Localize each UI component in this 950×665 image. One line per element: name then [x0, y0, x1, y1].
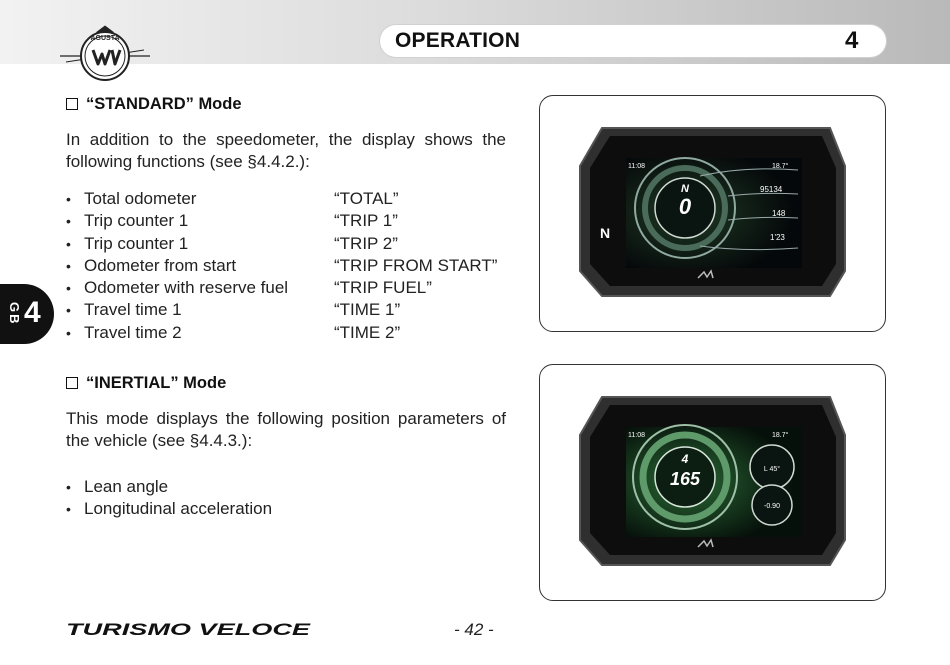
- logo-lettering: AGUSTA: [90, 35, 119, 42]
- list-item: •Trip counter 1“TRIP 1”: [66, 211, 398, 231]
- gear-indicator: 4: [681, 452, 689, 466]
- bullet-icon: •: [66, 257, 71, 274]
- bullet-icon: •: [66, 479, 71, 495]
- inertial-heading-text: “INERTIAL” Mode: [86, 374, 227, 392]
- chapter-number: 4: [845, 27, 859, 54]
- standard-display-figure: 11:08 18.7° N 0 N 95134 148 1'23: [539, 95, 886, 332]
- brand-mark-icon: [697, 538, 714, 548]
- trip-readout: 148: [772, 209, 786, 218]
- brand-mark-icon: [697, 269, 714, 279]
- clock-readout: 11:08: [628, 432, 645, 439]
- bullet-icon: •: [66, 191, 71, 207]
- time-readout: 1'23: [770, 233, 785, 242]
- header-title-pill: [380, 25, 886, 57]
- list-item: •Travel time 2“TIME 2”: [66, 322, 401, 342]
- list-item: •Longitudinal acceleration: [66, 499, 273, 519]
- list-item: •Travel time 1“TIME 1”: [66, 300, 401, 320]
- standard-functions-list: •Total odometer“TOTAL” •Trip counter 1“T…: [66, 188, 526, 344]
- gear-indicator: N: [681, 183, 690, 195]
- side-tab-chapter: 4: [24, 296, 41, 329]
- bullet-icon: •: [66, 501, 71, 518]
- speed-readout: 165: [670, 469, 701, 489]
- language-code: GB: [7, 302, 22, 326]
- list-item: •Trip counter 1“TRIP 2”: [66, 233, 398, 253]
- neutral-indicator: N: [600, 225, 610, 241]
- inertial-intro: This mode displays the following positio…: [66, 409, 506, 450]
- clock-readout: 11:08: [628, 163, 645, 170]
- list-item: •Odometer with reserve fuel“TRIP FUEL”: [66, 278, 432, 298]
- bullet-icon: •: [66, 302, 71, 319]
- inertial-mode-heading: “INERTIAL” Mode: [66, 374, 226, 393]
- bullet-icon: •: [66, 213, 71, 230]
- lean-angle-readout: L 45°: [764, 465, 780, 473]
- list-item: •Total odometer“TOTAL”: [66, 189, 399, 208]
- dashboard-standard-illustration: 11:08 18.7° N 0 N 95134 148 1'23: [579, 127, 846, 297]
- temperature-readout: 18.7°: [772, 162, 789, 170]
- bullet-icon: •: [66, 235, 71, 252]
- turismo-veloce-logo: TURISMO VELOCE: [66, 620, 311, 639]
- dashboard-inertial-illustration: 11:08 18.7° 4 165 L 45° -0.90: [579, 396, 846, 566]
- list-item: •Odometer from start“TRIP FROM START”: [66, 255, 498, 275]
- checkbox-icon: [66, 98, 78, 110]
- temperature-readout: 18.7°: [772, 431, 789, 439]
- standard-intro: In addition to the speedometer, the disp…: [66, 130, 506, 171]
- acceleration-readout: -0.90: [764, 503, 780, 510]
- inertial-display-figure: 11:08 18.7° 4 165 L 45° -0.90: [539, 364, 886, 601]
- chapter-side-tab: [0, 284, 54, 344]
- mv-agusta-logo: AGUSTA: [60, 25, 150, 81]
- list-item: •Lean angle: [66, 477, 169, 496]
- standard-heading-text: “STANDARD” Mode: [86, 95, 242, 113]
- page-number: - 42 -: [454, 620, 494, 639]
- speed-readout: 0: [679, 194, 692, 219]
- footer-brand-text: TURISMO VELOCE: [66, 620, 311, 639]
- checkbox-icon: [66, 377, 78, 389]
- bullet-icon: •: [66, 324, 71, 341]
- page-title: OPERATION: [395, 29, 521, 52]
- inertial-parameters-list: •Lean angle •Longitudinal acceleration: [66, 476, 366, 521]
- bullet-icon: •: [66, 280, 71, 297]
- odometer-readout: 95134: [760, 185, 783, 194]
- standard-mode-heading: “STANDARD” Mode: [66, 95, 242, 114]
